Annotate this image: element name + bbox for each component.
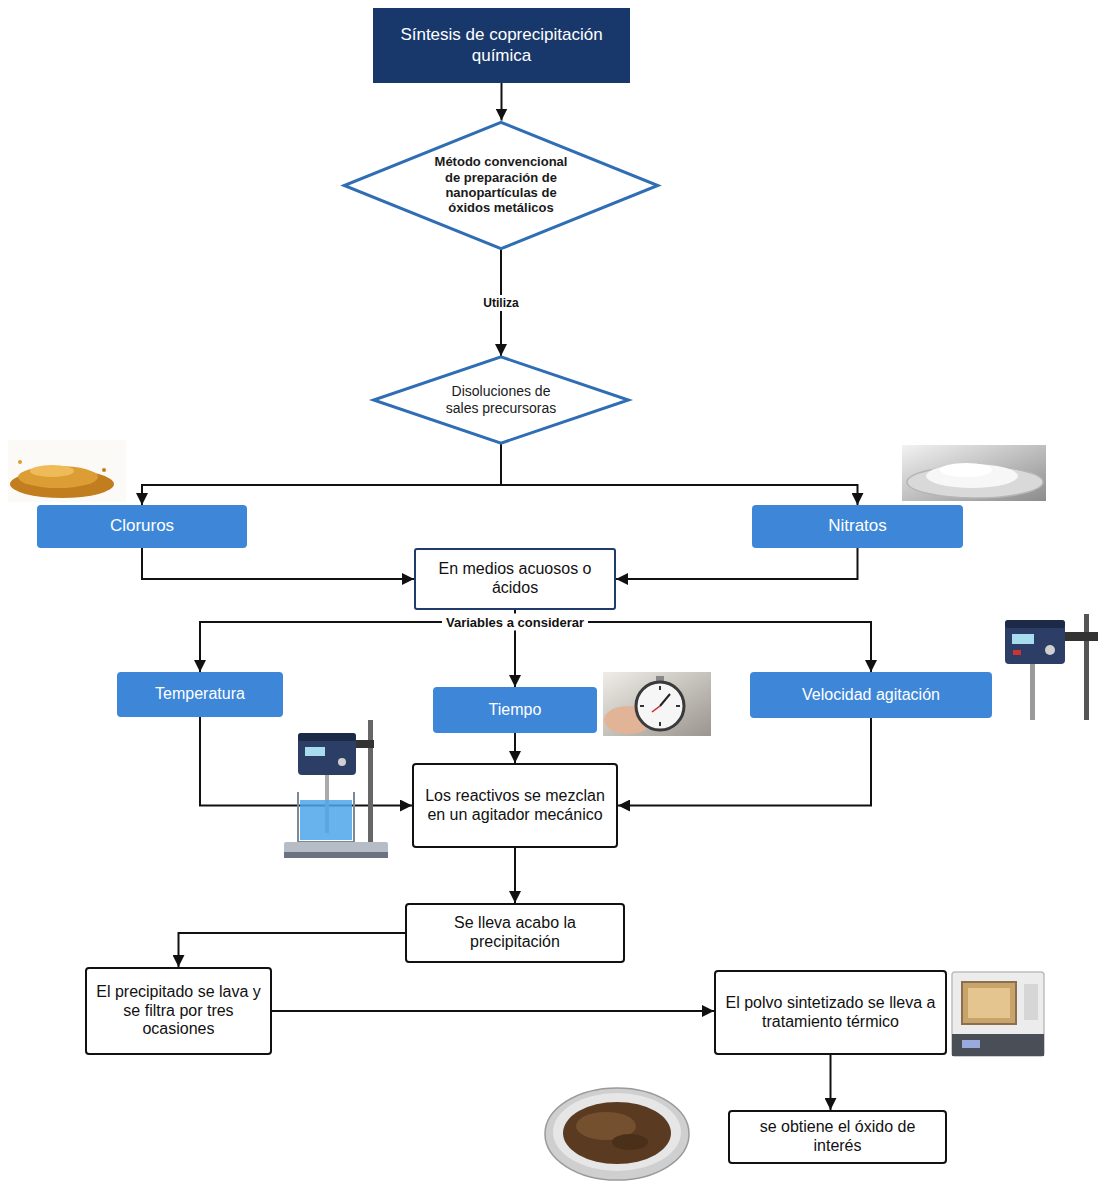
- connector-arrow: [179, 933, 406, 967]
- connector-arrow: [514, 733, 516, 763]
- text-wrap: Nitratos: [828, 516, 887, 536]
- text-wrap: Tiempo: [489, 701, 542, 720]
- edge-label: Utiliza: [479, 295, 522, 311]
- node-text: Velocidad agitación: [802, 686, 940, 705]
- connector-arrow: [501, 444, 858, 505]
- node-text: Disoluciones de sales precursoras: [436, 383, 566, 416]
- node-text: El polvo sintetizado se lleva a tratamie…: [724, 994, 937, 1032]
- variable-box: Velocidad agitación: [750, 672, 992, 718]
- text-wrap: Disoluciones de sales precursoras: [436, 383, 566, 416]
- diamond-shape: [374, 357, 629, 443]
- text-wrap: Temperatura: [155, 685, 245, 704]
- process-box: Los reactivos se mezclan en un agitador …: [412, 763, 618, 848]
- diamond-shape: [344, 122, 658, 248]
- connector-arrow: [142, 548, 414, 579]
- title-box: Síntesis de coprecipitación química: [373, 8, 630, 83]
- stirrer-beaker: [284, 720, 388, 858]
- node-text: Síntesis de coprecipitación química: [383, 25, 620, 65]
- overhead-stirrer: [1005, 614, 1098, 720]
- node-text: se obtiene el óxido de interés: [738, 1118, 937, 1156]
- connector-arrow: [200, 717, 412, 806]
- decision-diamond: Disoluciones de sales precursoras: [371, 356, 631, 444]
- variable-box: Temperatura: [117, 672, 283, 717]
- variable-box: Tiempo: [433, 687, 597, 733]
- orange-powder: [8, 440, 126, 502]
- node-text: Cloruros: [110, 516, 174, 536]
- edge-label: Variables a considerar: [442, 614, 588, 631]
- connector-group: [142, 83, 871, 1110]
- connector-arrow: [142, 444, 501, 505]
- text-wrap: se obtiene el óxido de interés: [738, 1118, 937, 1156]
- node-text: Nitratos: [828, 516, 887, 536]
- node-text: Tiempo: [489, 701, 542, 720]
- node-text: Se lleva acabo la precipitación: [415, 914, 615, 952]
- text-wrap: El precipitado se lava y se filtra por t…: [95, 983, 262, 1040]
- process-box: Se lleva acabo la precipitación: [405, 903, 625, 963]
- process-box: se obtiene el óxido de interés: [728, 1110, 947, 1164]
- white-powder: [902, 445, 1046, 501]
- text-wrap: Síntesis de coprecipitación química: [383, 25, 620, 65]
- process-box: El precipitado se lava y se filtra por t…: [85, 967, 272, 1055]
- text-wrap: Método convencional de preparación de na…: [431, 154, 571, 215]
- node-text: Método convencional de preparación de na…: [431, 154, 571, 215]
- node-text: El precipitado se lava y se filtra por t…: [95, 983, 262, 1040]
- process-box: En medios acuosos o ácidos: [414, 548, 616, 610]
- decision-diamond: Método convencional de preparación de na…: [341, 121, 661, 250]
- text-wrap: Velocidad agitación: [802, 686, 940, 705]
- connector-arrow: [514, 848, 516, 903]
- connector-arrow: [501, 83, 503, 121]
- text-wrap: Se lleva acabo la precipitación: [415, 914, 615, 952]
- node-text: En medios acuosos o ácidos: [424, 560, 606, 598]
- connector-arrow: [616, 548, 858, 579]
- category-box: Cloruros: [37, 505, 247, 548]
- stopwatch: [603, 672, 711, 736]
- node-text: Los reactivos se mezclan en un agitador …: [422, 787, 608, 825]
- brown-powder-dish: [545, 1088, 689, 1180]
- text-wrap: En medios acuosos o ácidos: [424, 560, 606, 598]
- text-wrap: Cloruros: [110, 516, 174, 536]
- node-text: Temperatura: [155, 685, 245, 704]
- connector-arrow: [272, 1010, 714, 1012]
- text-wrap: Los reactivos se mezclan en un agitador …: [422, 787, 608, 825]
- furnace: [952, 972, 1044, 1056]
- category-box: Nitratos: [752, 505, 963, 548]
- process-box: El polvo sintetizado se lleva a tratamie…: [714, 970, 947, 1055]
- text-wrap: El polvo sintetizado se lleva a tratamie…: [724, 994, 937, 1032]
- connector-arrow: [830, 1055, 832, 1110]
